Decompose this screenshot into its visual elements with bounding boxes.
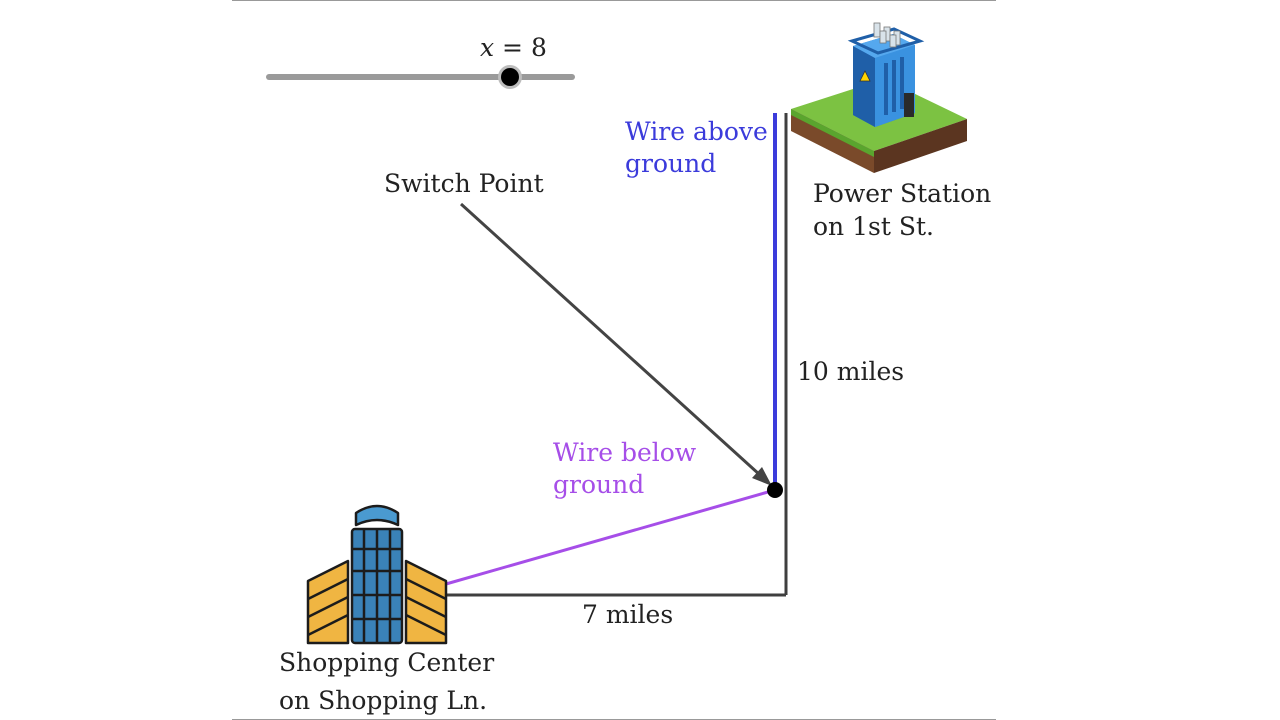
wire-below-ground (445, 488, 776, 586)
diagram-canvas: x = 8 Wire above ground Switch Point Pow… (232, 0, 996, 720)
vertical-distance-label: 10 miles (797, 357, 904, 386)
transformer-station-icon (791, 22, 967, 173)
slider-value: 8 (531, 33, 547, 62)
switch-point-dot[interactable] (767, 482, 783, 498)
horizontal-distance-label: 7 miles (582, 600, 673, 629)
switch-point-label: Switch Point (384, 169, 544, 198)
wire-above-label: Wire above ground (625, 117, 776, 178)
wire-below-label: Wire below ground (553, 438, 704, 499)
shopping-center-label: Shopping Center on Shopping Ln. (279, 648, 502, 715)
switch-point-arrow (459, 202, 772, 486)
slider-handle-dot[interactable] (501, 68, 519, 86)
road-paths (446, 113, 788, 597)
power-station-label: Power Station on 1st St. (813, 179, 996, 241)
shopping-mall-building-icon (306, 504, 448, 645)
slider-label: x = 8 (480, 33, 547, 62)
slider-variable: x (480, 33, 494, 62)
x-slider[interactable]: x = 8 (266, 33, 575, 89)
